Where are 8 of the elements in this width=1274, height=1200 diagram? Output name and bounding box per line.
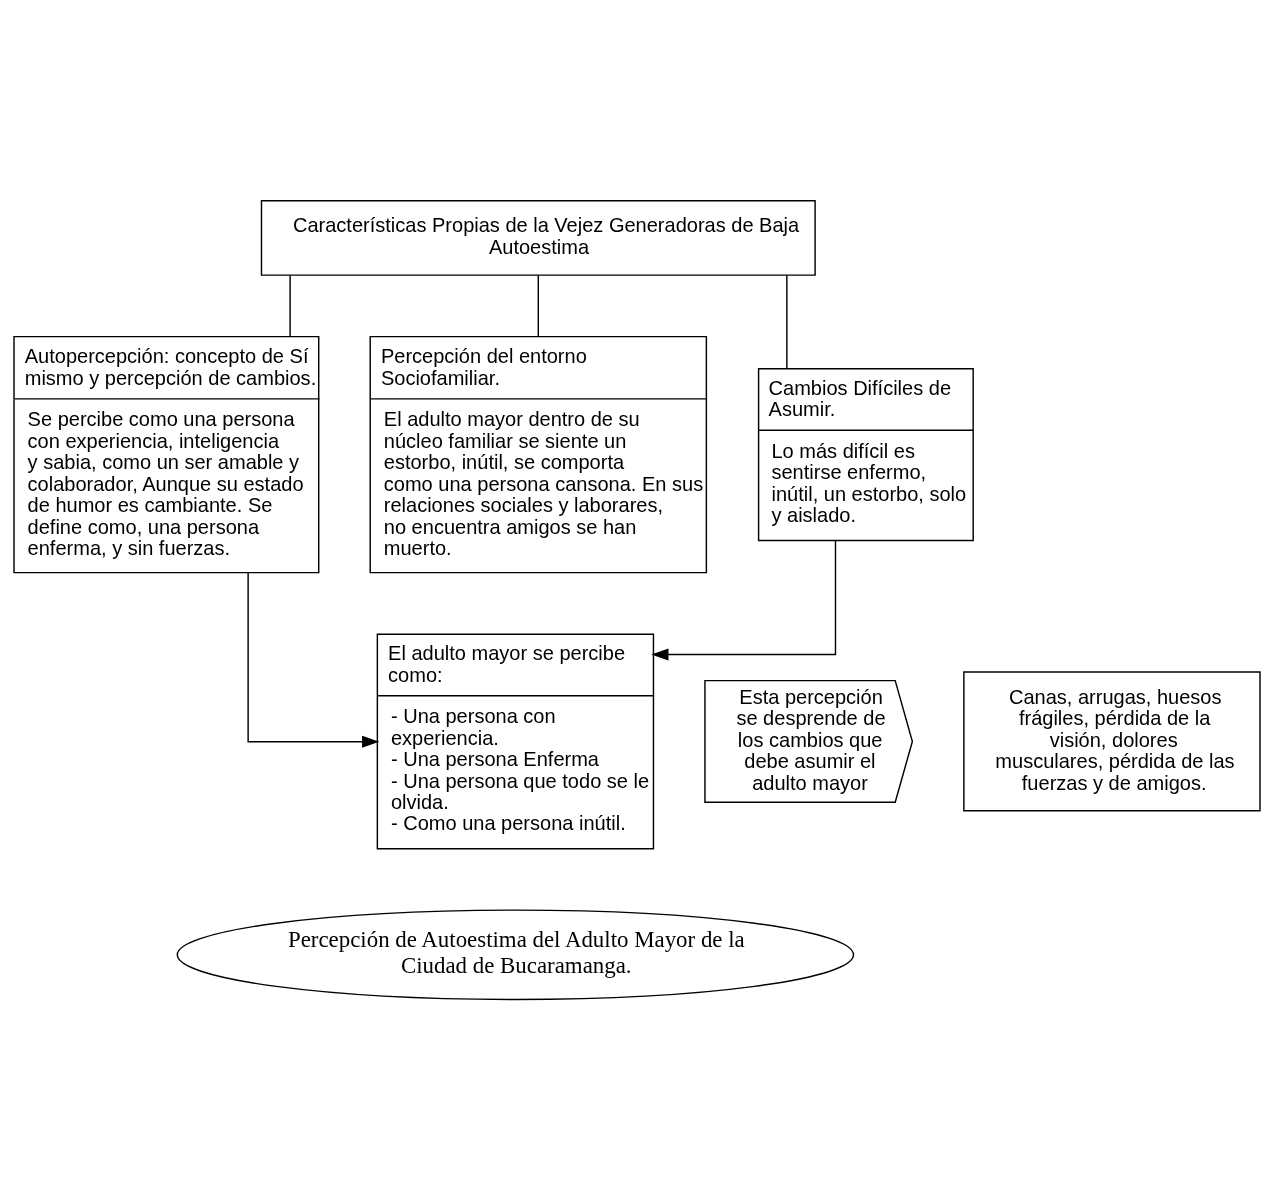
connector	[537, 274, 539, 338]
node-box: Características Propias de la Vejez Generadoras de Baja Autoestima	[260, 200, 816, 276]
connector	[289, 274, 291, 338]
node-ellipse: Percepción de Autoestima del Adulto Mayor de la Ciudad de Bucaramanga.	[176, 909, 855, 1001]
arrow	[651, 539, 837, 661]
node-box: Canas, arrugas, huesos frágiles, pérdida de la visión, dolores musculares, pérdida de las fuerzas y de amigos.	[963, 671, 1261, 812]
arrow	[247, 571, 380, 748]
connector	[786, 274, 788, 370]
